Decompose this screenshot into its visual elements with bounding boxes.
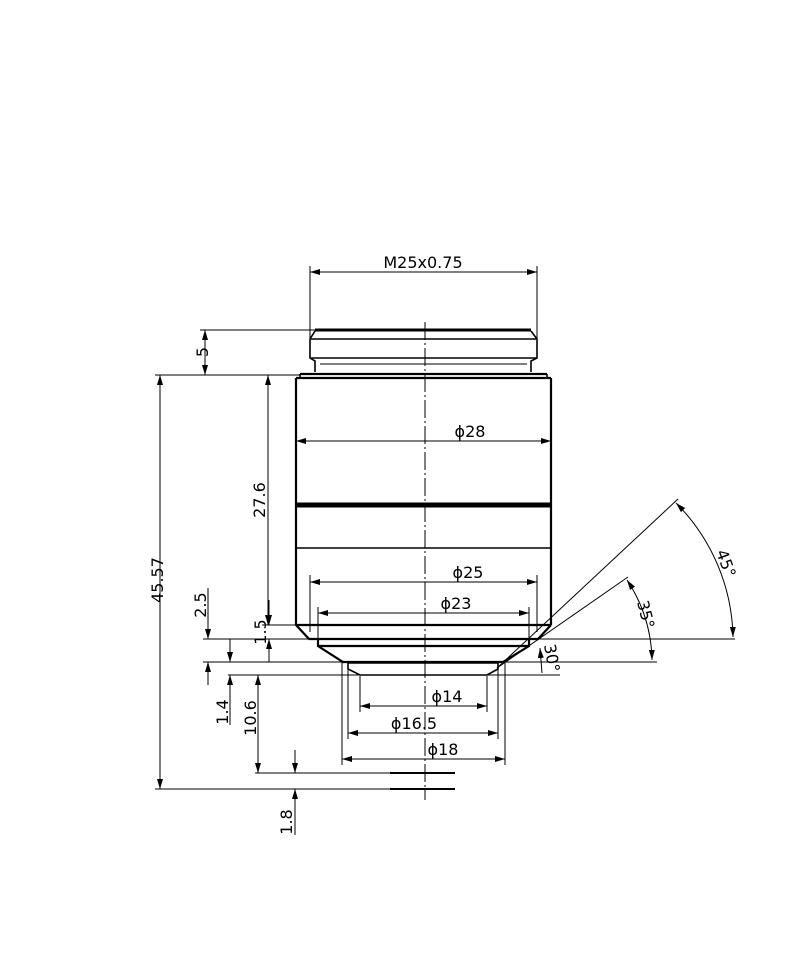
angle-arc-30 <box>537 647 544 674</box>
angle-35-label: 35° <box>633 598 658 630</box>
d18-label: ϕ18 <box>428 740 459 759</box>
dim-1-5-label: 1.5 <box>251 619 270 644</box>
angle-line-45 <box>496 498 679 669</box>
d28-label: ϕ28 <box>455 422 486 441</box>
d14-label: ϕ14 <box>432 687 463 706</box>
d23-label: ϕ23 <box>441 594 472 613</box>
diameter-dimensions: M25x0.75 ϕ28 ϕ25 ϕ23 ϕ14 ϕ16.5 ϕ18 <box>296 253 551 762</box>
total-length-label: 45.57 <box>148 557 167 603</box>
angle-line-35 <box>496 576 629 669</box>
dim-1-4-label: 1.4 <box>213 699 232 724</box>
d25-label: ϕ25 <box>453 563 484 582</box>
thread-section <box>309 328 538 372</box>
dim-10-6-label: 10.6 <box>241 700 260 736</box>
thread-label: M25x0.75 <box>383 253 462 272</box>
dim-1-8-label: 1.8 <box>277 809 296 834</box>
body-length-label: 27.6 <box>250 482 269 518</box>
lens-body <box>294 372 553 676</box>
angle-30-label: 30° <box>540 642 564 673</box>
d16-5-label: ϕ16.5 <box>391 714 437 733</box>
angle-arc-45 <box>675 502 736 638</box>
angle-dimensions: 45° 35° 30° <box>496 498 740 674</box>
length-dimensions: 5 45.57 27.6 2.5 1.5 1.4 10.6 1.8 <box>148 330 298 835</box>
thread-height-label: 5 <box>193 347 212 357</box>
angle-45-label: 45° <box>712 547 740 580</box>
angle-arc-35 <box>626 579 655 661</box>
dim-2-5-label: 2.5 <box>191 592 210 617</box>
extension-lines <box>155 266 735 790</box>
